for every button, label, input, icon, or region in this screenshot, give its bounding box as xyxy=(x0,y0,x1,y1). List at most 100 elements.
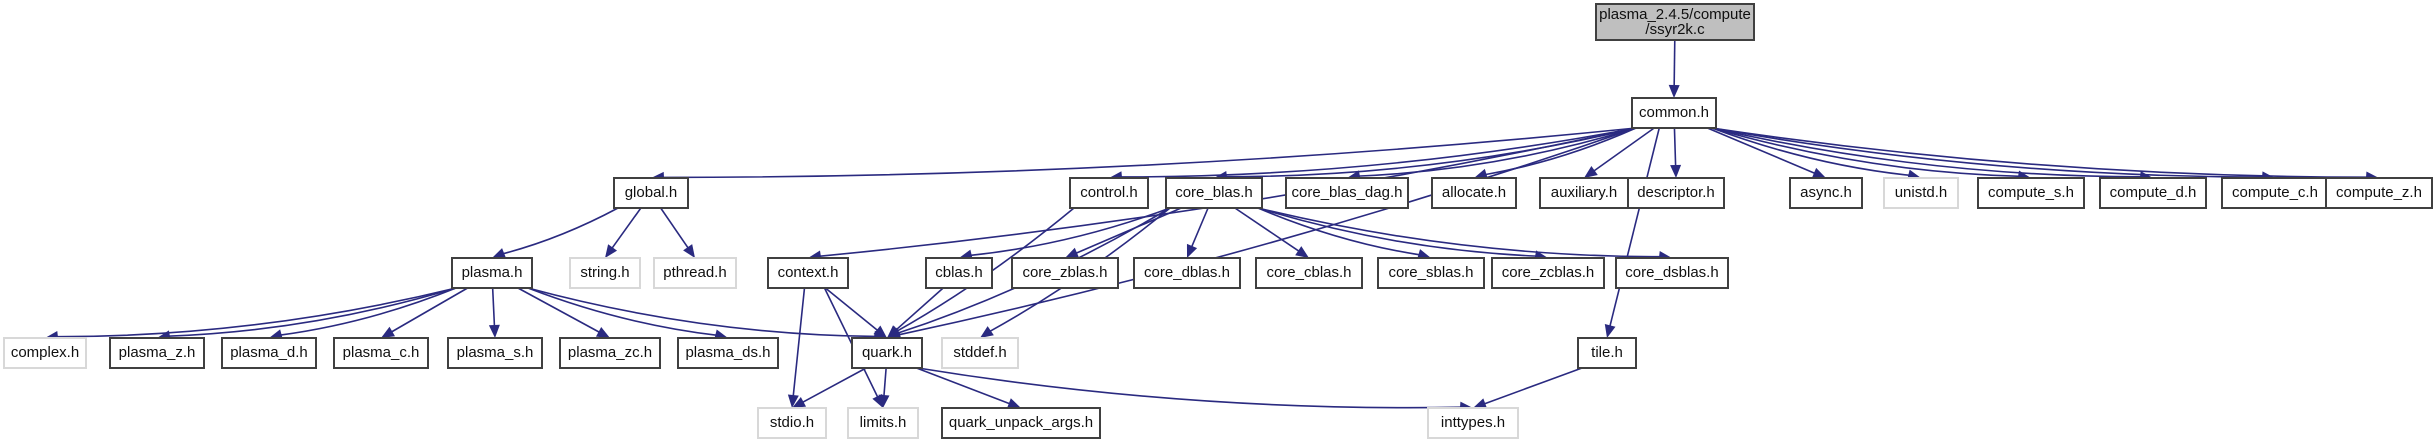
graph-node-descriptor[interactable]: descriptor.h xyxy=(1627,177,1725,209)
node-box-descriptor[interactable] xyxy=(1627,177,1725,209)
graph-node-inttypes[interactable]: inttypes.h xyxy=(1427,407,1519,439)
node-label-core_blas: core_blas.h xyxy=(1175,184,1253,201)
node-box-plasma[interactable] xyxy=(451,257,533,289)
node-label-quark_unpack: quark_unpack_args.h xyxy=(949,414,1093,431)
node-box-root[interactable] xyxy=(1595,3,1755,41)
node-box-core_dblas[interactable] xyxy=(1133,257,1241,289)
edge-quark-to-quark_unpack xyxy=(916,367,1012,405)
node-label-plasma: plasma.h xyxy=(462,264,523,281)
graph-node-unistd[interactable]: unistd.h xyxy=(1883,177,1959,209)
node-label-compute_z: compute_z.h xyxy=(2336,184,2422,201)
arrowhead-common-to-allocate xyxy=(1474,168,1489,180)
graph-node-pthread[interactable]: pthread.h xyxy=(653,257,737,289)
node-box-async[interactable] xyxy=(1789,177,1863,209)
graph-node-core_blas_dag[interactable]: core_blas_dag.h xyxy=(1285,177,1409,209)
graph-node-stdio[interactable]: stdio.h xyxy=(757,407,827,439)
node-box-tile[interactable] xyxy=(1577,337,1637,369)
node-box-control[interactable] xyxy=(1069,177,1149,209)
edge-plasma-to-plasma_c xyxy=(390,287,468,334)
graph-node-plasma_s[interactable]: plasma_s.h xyxy=(447,337,543,369)
node-box-stddef[interactable] xyxy=(941,337,1019,369)
graph-node-quark[interactable]: quark.h xyxy=(851,337,923,369)
graph-node-control[interactable]: control.h xyxy=(1069,177,1149,209)
graph-node-root[interactable]: plasma_2.4.5/compute/ssyr2k.c xyxy=(1595,3,1755,41)
graph-node-common[interactable]: common.h xyxy=(1631,97,1717,129)
node-box-core_blas[interactable] xyxy=(1165,177,1263,209)
node-box-core_blas_dag[interactable] xyxy=(1285,177,1409,209)
graph-node-auxiliary[interactable]: auxiliary.h xyxy=(1539,177,1629,209)
graph-node-plasma_c[interactable]: plasma_c.h xyxy=(333,337,429,369)
graph-node-compute_c[interactable]: compute_c.h xyxy=(2221,177,2329,209)
graph-node-cblas[interactable]: cblas.h xyxy=(925,257,993,289)
graph-node-stddef[interactable]: stddef.h xyxy=(941,337,1019,369)
node-box-limits[interactable] xyxy=(847,407,919,439)
graph-node-core_dsblas[interactable]: core_dsblas.h xyxy=(1615,257,1729,289)
edge-plasma-to-plasma_zc xyxy=(517,287,601,334)
node-label-core_zblas: core_zblas.h xyxy=(1022,264,1107,281)
graph-node-core_zblas[interactable]: core_zblas.h xyxy=(1011,257,1119,289)
graph-node-compute_d[interactable]: compute_d.h xyxy=(2099,177,2207,209)
graph-node-plasma_d[interactable]: plasma_d.h xyxy=(221,337,317,369)
node-box-plasma_ds[interactable] xyxy=(677,337,779,369)
node-box-core_sblas[interactable] xyxy=(1377,257,1485,289)
graph-node-core_sblas[interactable]: core_sblas.h xyxy=(1377,257,1485,289)
node-box-plasma_d[interactable] xyxy=(221,337,317,369)
node-box-auxiliary[interactable] xyxy=(1539,177,1629,209)
node-label-core_sblas: core_sblas.h xyxy=(1388,264,1473,281)
node-box-plasma_s[interactable] xyxy=(447,337,543,369)
graph-node-plasma_zc[interactable]: plasma_zc.h xyxy=(559,337,661,369)
graph-node-core_blas[interactable]: core_blas.h xyxy=(1165,177,1263,209)
node-box-string[interactable] xyxy=(569,257,641,289)
node-box-context[interactable] xyxy=(767,257,849,289)
node-box-quark[interactable] xyxy=(851,337,923,369)
graph-node-compute_z[interactable]: compute_z.h xyxy=(2325,177,2433,209)
node-box-unistd[interactable] xyxy=(1883,177,1959,209)
node-layer: plasma_2.4.5/compute/ssyr2k.c common.h glo… xyxy=(3,3,2433,439)
node-box-plasma_zc[interactable] xyxy=(559,337,661,369)
node-box-plasma_z[interactable] xyxy=(109,337,205,369)
graph-node-global[interactable]: global.h xyxy=(613,177,689,209)
node-box-compute_d[interactable] xyxy=(2099,177,2207,209)
node-label-auxiliary: auxiliary.h xyxy=(1551,184,1617,201)
node-box-complex[interactable] xyxy=(3,337,87,369)
node-box-stdio[interactable] xyxy=(757,407,827,439)
edge-core_blas-to-cblas xyxy=(969,207,1171,257)
graph-node-limits[interactable]: limits.h xyxy=(847,407,919,439)
node-box-core_cblas[interactable] xyxy=(1255,257,1363,289)
graph-node-plasma_ds[interactable]: plasma_ds.h xyxy=(677,337,779,369)
edge-quark-to-inttypes xyxy=(917,367,1463,409)
graph-node-allocate[interactable]: allocate.h xyxy=(1431,177,1517,209)
graph-node-plasma[interactable]: plasma.h xyxy=(451,257,533,289)
graph-node-async[interactable]: async.h xyxy=(1789,177,1863,209)
node-box-common[interactable] xyxy=(1631,97,1717,129)
edge-common-to-quark xyxy=(897,127,1637,336)
graph-node-core_zcblas[interactable]: core_zcblas.h xyxy=(1491,257,1605,289)
arrowhead-tile-to-inttypes xyxy=(1473,398,1488,409)
graph-node-core_dblas[interactable]: core_dblas.h xyxy=(1133,257,1241,289)
graph-node-quark_unpack[interactable]: quark_unpack_args.h xyxy=(941,407,1101,439)
edge-quark-to-stdio xyxy=(801,367,867,404)
edge-common-to-tile xyxy=(1608,127,1661,328)
node-label-stdio: stdio.h xyxy=(770,414,814,431)
node-box-quark_unpack[interactable] xyxy=(941,407,1101,439)
graph-node-context[interactable]: context.h xyxy=(767,257,849,289)
graph-node-complex[interactable]: complex.h xyxy=(3,337,87,369)
node-box-compute_z[interactable] xyxy=(2325,177,2433,209)
node-box-core_zblas[interactable] xyxy=(1011,257,1119,289)
graph-node-core_cblas[interactable]: core_cblas.h xyxy=(1255,257,1363,289)
node-label-inttypes: inttypes.h xyxy=(1441,414,1505,431)
node-box-global[interactable] xyxy=(613,177,689,209)
graph-node-compute_s[interactable]: compute_s.h xyxy=(1977,177,2085,209)
graph-node-tile[interactable]: tile.h xyxy=(1577,337,1637,369)
node-box-core_dsblas[interactable] xyxy=(1615,257,1729,289)
node-box-cblas[interactable] xyxy=(925,257,993,289)
node-box-core_zcblas[interactable] xyxy=(1491,257,1605,289)
node-box-compute_s[interactable] xyxy=(1977,177,2085,209)
node-box-allocate[interactable] xyxy=(1431,177,1517,209)
node-label-global: global.h xyxy=(625,184,678,201)
node-box-inttypes[interactable] xyxy=(1427,407,1519,439)
node-box-pthread[interactable] xyxy=(653,257,737,289)
graph-node-plasma_z[interactable]: plasma_z.h xyxy=(109,337,205,369)
graph-node-string[interactable]: string.h xyxy=(569,257,641,289)
node-box-plasma_c[interactable] xyxy=(333,337,429,369)
